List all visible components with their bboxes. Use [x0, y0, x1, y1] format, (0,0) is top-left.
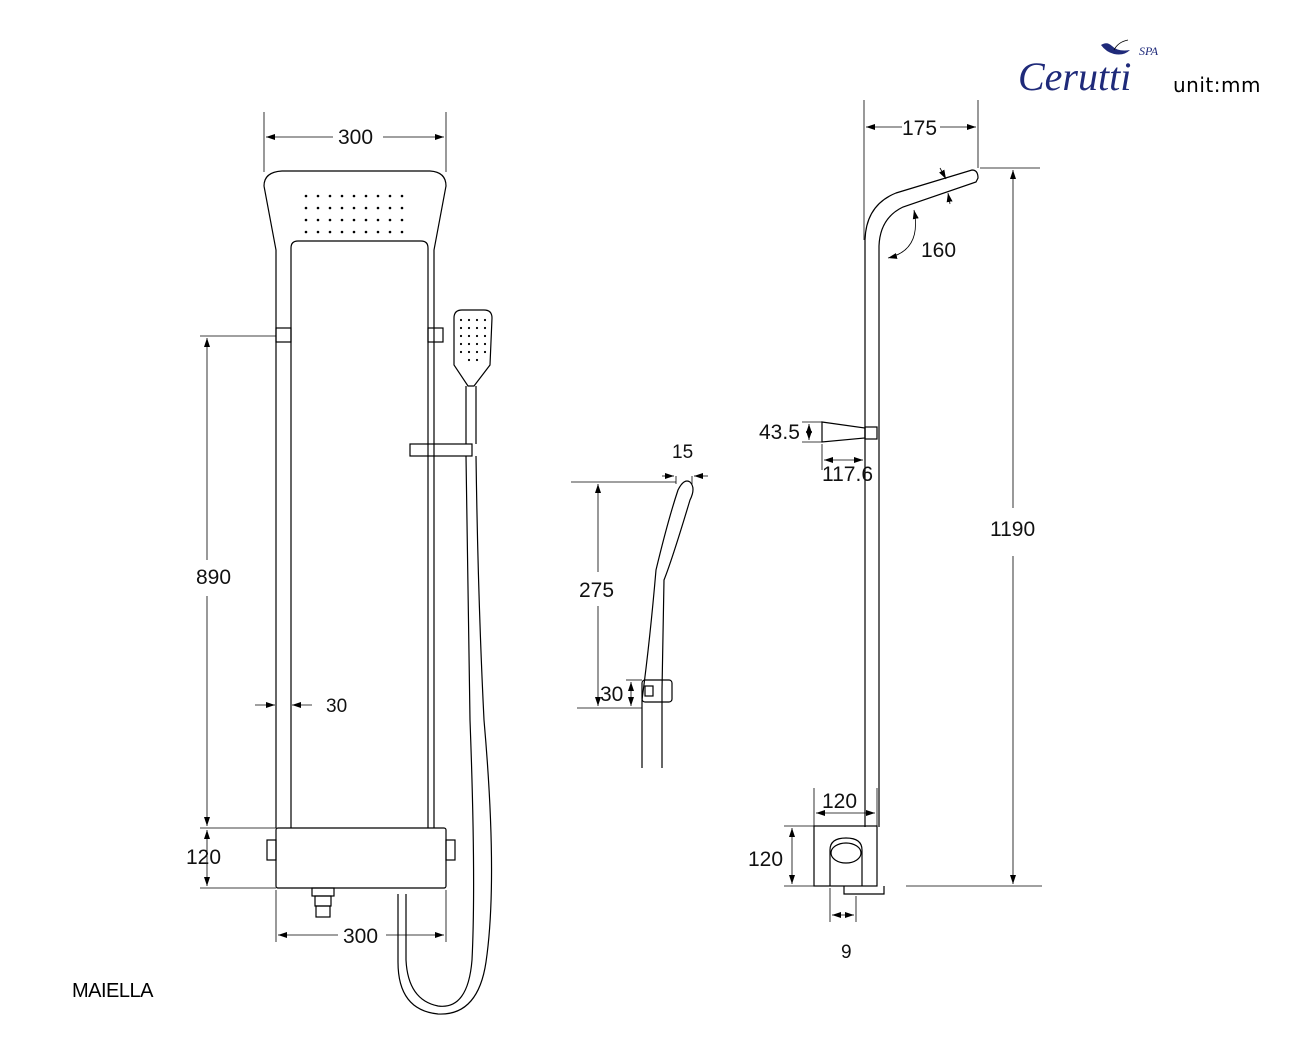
dim-head-depth: 15: [672, 442, 693, 463]
dim-total-height: 1190: [990, 518, 1035, 541]
dim-holder-height-side: 43.5: [759, 421, 800, 444]
front-view: 300 890 120: [186, 112, 493, 1015]
logo-sub: SPA: [1139, 44, 1159, 58]
dim-arm-angle: 160: [921, 239, 956, 262]
bird-wing-icon: [1113, 39, 1129, 51]
bird-icon: [1101, 43, 1130, 55]
unit-label: unit:mm: [1173, 73, 1261, 97]
dim-rail-offset: 30: [326, 696, 347, 717]
side-view: 175 160 43.5 117.6 1190 120: [748, 100, 1042, 963]
dim-spout-offset: 9: [841, 942, 852, 963]
dim-mixer-height-side: 120: [748, 848, 783, 871]
handshower-view: 15 275 30: [571, 442, 708, 768]
logo-text: Cerutti: [1018, 54, 1131, 99]
product-name: MAIELLA: [72, 980, 154, 1002]
nozzle-grid: [304, 194, 404, 234]
dim-top-width: 300: [338, 126, 373, 149]
dim-mixer-width: 120: [822, 790, 857, 813]
dim-rail-height: 890: [196, 566, 231, 589]
dim-mixer-height: 120: [186, 846, 221, 869]
dim-holder-height: 30: [600, 683, 623, 706]
dim-handle-length: 275: [579, 579, 614, 602]
dim-bottom-width: 300: [343, 925, 378, 948]
brand-logo: Cerutti SPA: [1018, 39, 1159, 99]
dim-arm-reach: 175: [902, 117, 937, 140]
dim-holder-depth: 117.6: [822, 463, 873, 486]
